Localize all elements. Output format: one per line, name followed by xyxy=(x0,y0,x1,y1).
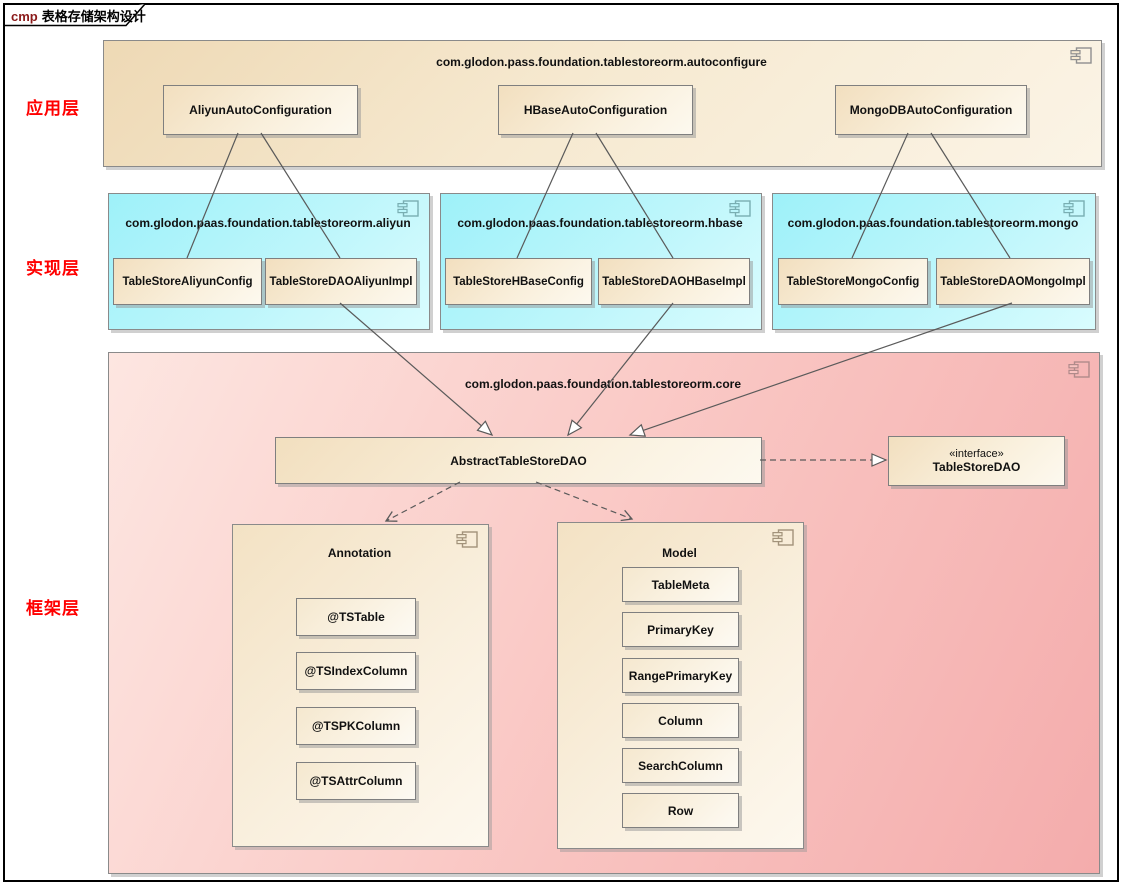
package-mongo-title: com.glodon.paas.foundation.tablestoreorm… xyxy=(787,216,1079,230)
component-tablestore-mongo-config[interactable]: TableStoreMongoConfig xyxy=(778,258,928,305)
component-label: AbstractTableStoreDAO xyxy=(450,453,587,468)
package-annotation-title: Annotation xyxy=(327,546,392,560)
diagram-type-label: cmp xyxy=(11,9,38,24)
component-label: TableStoreHBaseConfig xyxy=(453,275,584,288)
diagram-title: 表格存储架构设计 xyxy=(41,9,146,24)
annotation-tstable[interactable]: @TSTable xyxy=(296,598,416,636)
component-label: AliyunAutoConfiguration xyxy=(189,103,332,117)
model-searchcolumn[interactable]: SearchColumn xyxy=(622,748,739,783)
layer-label-application: 应用层 xyxy=(26,99,80,118)
component-aliyun-auto-configuration[interactable]: AliyunAutoConfiguration xyxy=(163,85,358,135)
component-hbase-auto-configuration[interactable]: HBaseAutoConfiguration xyxy=(498,85,693,135)
layer-label-implementation: 实现层 xyxy=(26,259,80,278)
package-autoconfigure-title: com.glodon.pass.foundation.tablestoreorm… xyxy=(436,55,767,69)
annotation-label: @TSIndexColumn xyxy=(304,664,408,678)
component-tablestore-aliyun-config[interactable]: TableStoreAliyunConfig xyxy=(113,258,262,305)
component-label: MongoDBAutoConfiguration xyxy=(849,103,1013,117)
diagram-frame xyxy=(3,3,1119,882)
component-tablestore-hbase-config[interactable]: TableStoreHBaseConfig xyxy=(445,258,592,305)
model-label: TableMeta xyxy=(651,577,710,592)
layer-label-framework: 框架层 xyxy=(26,599,80,618)
model-primarykey[interactable]: PrimaryKey xyxy=(622,612,739,647)
component-icon xyxy=(456,531,478,548)
model-label: Column xyxy=(658,713,703,728)
package-core-title: com.glodon.paas.foundation.tablestoreorm… xyxy=(464,377,742,391)
component-icon xyxy=(772,529,794,546)
model-rangeprimarykey[interactable]: RangePrimaryKey xyxy=(622,658,739,693)
model-row[interactable]: Row xyxy=(622,793,739,828)
interface-label: TableStoreDAO xyxy=(932,460,1021,474)
model-tablemeta[interactable]: TableMeta xyxy=(622,567,739,602)
model-label: Row xyxy=(667,803,694,818)
annotation-label: @TSTable xyxy=(327,610,385,624)
annotation-tsindexcolumn[interactable]: @TSIndexColumn xyxy=(296,652,416,690)
model-label: RangePrimaryKey xyxy=(628,668,733,683)
component-icon xyxy=(397,200,419,217)
annotation-tsattrcolumn[interactable]: @TSAttrColumn xyxy=(296,762,416,800)
interface-stereotype: «interface» xyxy=(949,448,1004,460)
component-icon xyxy=(729,200,751,217)
package-hbase-title: com.glodon.paas.foundation.tablestoreorm… xyxy=(457,216,743,230)
component-label: TableStoreDAOAliyunImpl xyxy=(269,275,413,288)
annotation-label: @TSAttrColumn xyxy=(309,774,403,788)
component-tablestore-dao-mongo-impl[interactable]: TableStoreDAOMongoImpl xyxy=(936,258,1090,305)
component-tablestore-dao-hbase-impl[interactable]: TableStoreDAOHBaseImpl xyxy=(598,258,750,305)
annotation-tspkcolumn[interactable]: @TSPKColumn xyxy=(296,707,416,745)
component-abstract-tablestore-dao[interactable]: AbstractTableStoreDAO xyxy=(275,437,762,484)
annotation-label: @TSPKColumn xyxy=(311,719,401,733)
component-label: TableStoreMongoConfig xyxy=(786,275,920,288)
component-icon xyxy=(1063,200,1085,217)
package-model-title: Model xyxy=(662,546,697,560)
component-label: HBaseAutoConfiguration xyxy=(523,103,668,117)
model-label: SearchColumn xyxy=(638,758,723,773)
component-mongodb-auto-configuration[interactable]: MongoDBAutoConfiguration xyxy=(835,85,1027,135)
component-icon xyxy=(1070,47,1092,64)
component-icon xyxy=(1068,361,1090,378)
component-label: TableStoreDAOMongoImpl xyxy=(940,275,1086,288)
component-tablestore-dao-aliyun-impl[interactable]: TableStoreDAOAliyunImpl xyxy=(265,258,417,305)
component-label: TableStoreAliyunConfig xyxy=(122,275,253,288)
interface-tablestore-dao[interactable]: «interface» TableStoreDAO xyxy=(888,436,1065,486)
package-aliyun-title: com.glodon.paas.foundation.tablestoreorm… xyxy=(125,216,411,230)
model-column[interactable]: Column xyxy=(622,703,739,738)
component-label: TableStoreDAOHBaseImpl xyxy=(602,275,746,288)
model-label: PrimaryKey xyxy=(647,622,714,637)
